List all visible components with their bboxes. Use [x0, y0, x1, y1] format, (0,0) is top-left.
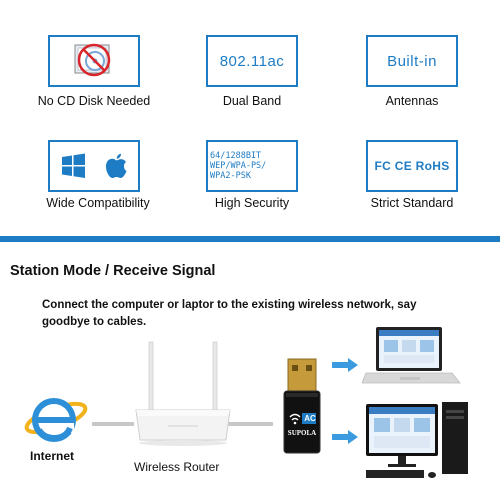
arrow-to-laptop-icon: [332, 358, 358, 372]
apple-icon: [106, 153, 127, 178]
wireless-router-label: Wireless Router: [134, 460, 220, 474]
dual-band-box-text: 802.11ac: [219, 52, 285, 70]
internet-label: Internet: [30, 449, 75, 463]
feature-label-standard: Strict Standard: [370, 196, 454, 210]
dual-band-feature-box: 802.11ac: [206, 35, 298, 87]
security-box-text: 64/1288BIT WEP/WPA-PS/ WPA2-PSK: [210, 151, 267, 181]
arrow-to-desktop-icon: [332, 430, 358, 444]
laptop-image: [362, 327, 461, 384]
adapter-badge: AC: [304, 414, 316, 423]
internet-icon: [24, 398, 88, 442]
windows-apple-icons: [62, 153, 127, 178]
windows-icon: [62, 153, 85, 178]
feature-label-compat: Wide Compatibility: [46, 196, 150, 210]
feature-label-security: High Security: [214, 196, 290, 210]
wireless-router-image: [135, 341, 231, 446]
certification-logos-icon: FC CE RoHS: [374, 159, 450, 173]
feature-label-no-cd: No CD Disk Needed: [37, 94, 151, 108]
feature-label-dual-band: Dual Band: [222, 94, 282, 108]
standard-feature-box: FC CE RoHS: [366, 140, 458, 192]
desktop-computer-image: [366, 402, 468, 478]
connector-line-internet-router: [92, 422, 134, 426]
compat-feature-box: [48, 140, 140, 192]
feature-label-antennas: Antennas: [385, 94, 439, 108]
antennas-feature-box: Built-in: [366, 35, 458, 87]
section-title: Station Mode / Receive Signal: [10, 263, 216, 279]
adapter-brand: SUPOLA: [287, 429, 317, 437]
usb-adapter-image: [283, 358, 321, 454]
antennas-box-text: Built-in: [387, 52, 437, 70]
connector-line-router-adapter: [228, 422, 273, 426]
no-cd-disk-icon: [74, 43, 111, 77]
no-cd-feature-box: [48, 35, 140, 87]
section-description: Connect the computer or laptor to the ex…: [42, 299, 417, 328]
section-divider: [0, 236, 500, 242]
security-feature-box: 64/1288BIT WEP/WPA-PS/ WPA2-PSK: [206, 140, 298, 192]
